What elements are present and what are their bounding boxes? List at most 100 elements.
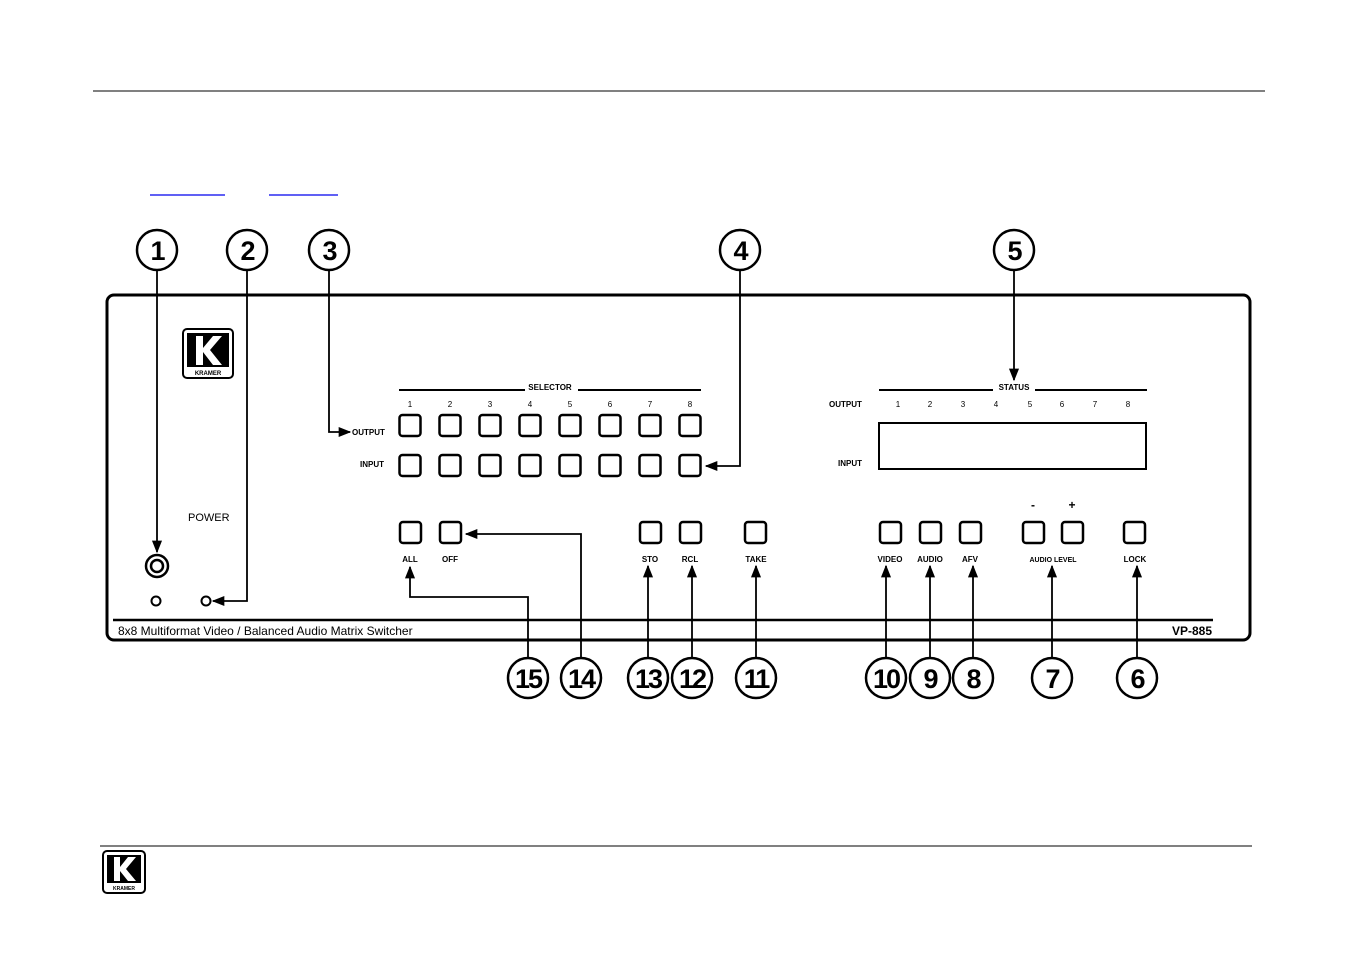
callout-2: 2: [227, 230, 267, 270]
callout-number: 9: [923, 664, 938, 694]
callout-number: 5: [1007, 236, 1022, 266]
callout-number: 10: [873, 664, 900, 694]
input-button-4[interactable]: [520, 455, 541, 476]
output-button-2[interactable]: [440, 415, 461, 436]
status-number: 4: [994, 400, 999, 409]
audio-button[interactable]: [920, 522, 941, 543]
take-button[interactable]: [745, 522, 766, 543]
callout-number: 11: [744, 664, 771, 694]
take-label: TAKE: [745, 555, 767, 564]
rcl-button[interactable]: [680, 522, 701, 543]
off-button[interactable]: [440, 522, 461, 543]
footer-logo: KRAMER: [103, 851, 145, 893]
status-display: [879, 423, 1146, 469]
lock-button[interactable]: [1124, 522, 1145, 543]
status-number: 8: [1126, 400, 1131, 409]
callout-8: 8: [953, 658, 993, 698]
audio-level-minus-label: -: [1031, 498, 1035, 512]
led-indicator-left: [152, 597, 161, 606]
output-button-5[interactable]: [560, 415, 581, 436]
callout-number: 4: [733, 236, 748, 266]
power-led: [202, 597, 211, 606]
video-label: VIDEO: [878, 555, 903, 564]
output-button-4[interactable]: [520, 415, 541, 436]
audio-level-label: AUDIO LEVEL: [1029, 557, 1077, 564]
input-button-3[interactable]: [480, 455, 501, 476]
sto-label: STO: [642, 555, 658, 564]
callout-13: 13: [628, 658, 668, 698]
callout-number: 13: [635, 664, 663, 694]
selector-number: 4: [528, 400, 533, 409]
audio-level-plus-label: +: [1068, 498, 1075, 512]
output-button-8[interactable]: [680, 415, 701, 436]
audio-level-plus-button[interactable]: [1062, 522, 1083, 543]
selector-number: 8: [688, 400, 693, 409]
selector-number: 3: [488, 400, 493, 409]
afv-button[interactable]: [960, 522, 981, 543]
callout-number: 1: [150, 236, 165, 266]
output-button-6[interactable]: [600, 415, 621, 436]
selector-title: SELECTOR: [528, 383, 572, 392]
all-button[interactable]: [400, 522, 421, 543]
selector-number: 1: [408, 400, 413, 409]
input-button-1[interactable]: [400, 455, 421, 476]
status-number: 3: [961, 400, 966, 409]
status-title: STATUS: [999, 383, 1030, 392]
selector-number: 6: [608, 400, 613, 409]
callout-1: 1: [137, 230, 177, 270]
input-button-5[interactable]: [560, 455, 581, 476]
callout-number: 3: [322, 236, 337, 266]
input-button-6[interactable]: [600, 455, 621, 476]
input-button-2[interactable]: [440, 455, 461, 476]
selector-output-label: OUTPUT: [352, 428, 385, 437]
footer-logo-text: KRAMER: [113, 886, 135, 892]
callout-11: 11: [736, 658, 776, 698]
selector-number: 5: [568, 400, 573, 409]
status-number: 1: [896, 400, 901, 409]
callout-6: 6: [1117, 658, 1157, 698]
selector-input-label: INPUT: [360, 460, 384, 469]
panel-logo: KRAMER: [183, 329, 233, 378]
panel-logo-text: KRAMER: [195, 371, 222, 377]
model-number: VP-885: [1172, 624, 1212, 638]
status-number: 5: [1028, 400, 1033, 409]
callout-number: 7: [1045, 664, 1059, 694]
input-button-8[interactable]: [680, 455, 701, 476]
status-number: 6: [1060, 400, 1065, 409]
callout-15: 15: [508, 658, 548, 698]
callout-7: 7: [1032, 658, 1072, 698]
status-output-label: OUTPUT: [829, 400, 862, 409]
callout-9: 9: [910, 658, 950, 698]
output-button-3[interactable]: [480, 415, 501, 436]
model-description: 8x8 Multiformat Video / Balanced Audio M…: [118, 624, 413, 638]
audio-label: AUDIO: [917, 555, 943, 564]
output-button-1[interactable]: [400, 415, 421, 436]
status-number: 2: [928, 400, 933, 409]
callout-3: 3: [309, 230, 349, 270]
rcl-label: RCL: [682, 555, 699, 564]
callout-number: 6: [1130, 664, 1145, 694]
input-button-7[interactable]: [640, 455, 661, 476]
callout-10: 10: [866, 658, 906, 698]
audio-level-minus-button[interactable]: [1023, 522, 1044, 543]
power-label: POWER: [188, 512, 230, 524]
callout-14: 14: [561, 658, 601, 698]
video-button[interactable]: [880, 522, 901, 543]
power-switch[interactable]: [146, 555, 168, 577]
sto-button[interactable]: [640, 522, 661, 543]
callout-number: 14: [568, 664, 596, 694]
all-label: ALL: [402, 555, 418, 564]
callout-5: 5: [994, 230, 1034, 270]
callout-number: 15: [515, 664, 543, 694]
callout-12: 12: [672, 658, 712, 698]
afv-label: AFV: [962, 555, 979, 564]
output-button-7[interactable]: [640, 415, 661, 436]
status-input-label: INPUT: [838, 459, 862, 468]
callout-number: 12: [679, 664, 706, 694]
off-label: OFF: [442, 555, 458, 564]
callout-number: 8: [966, 664, 981, 694]
status-number: 7: [1093, 400, 1098, 409]
selector-number: 7: [648, 400, 653, 409]
lock-label: LOCK: [1124, 555, 1147, 564]
